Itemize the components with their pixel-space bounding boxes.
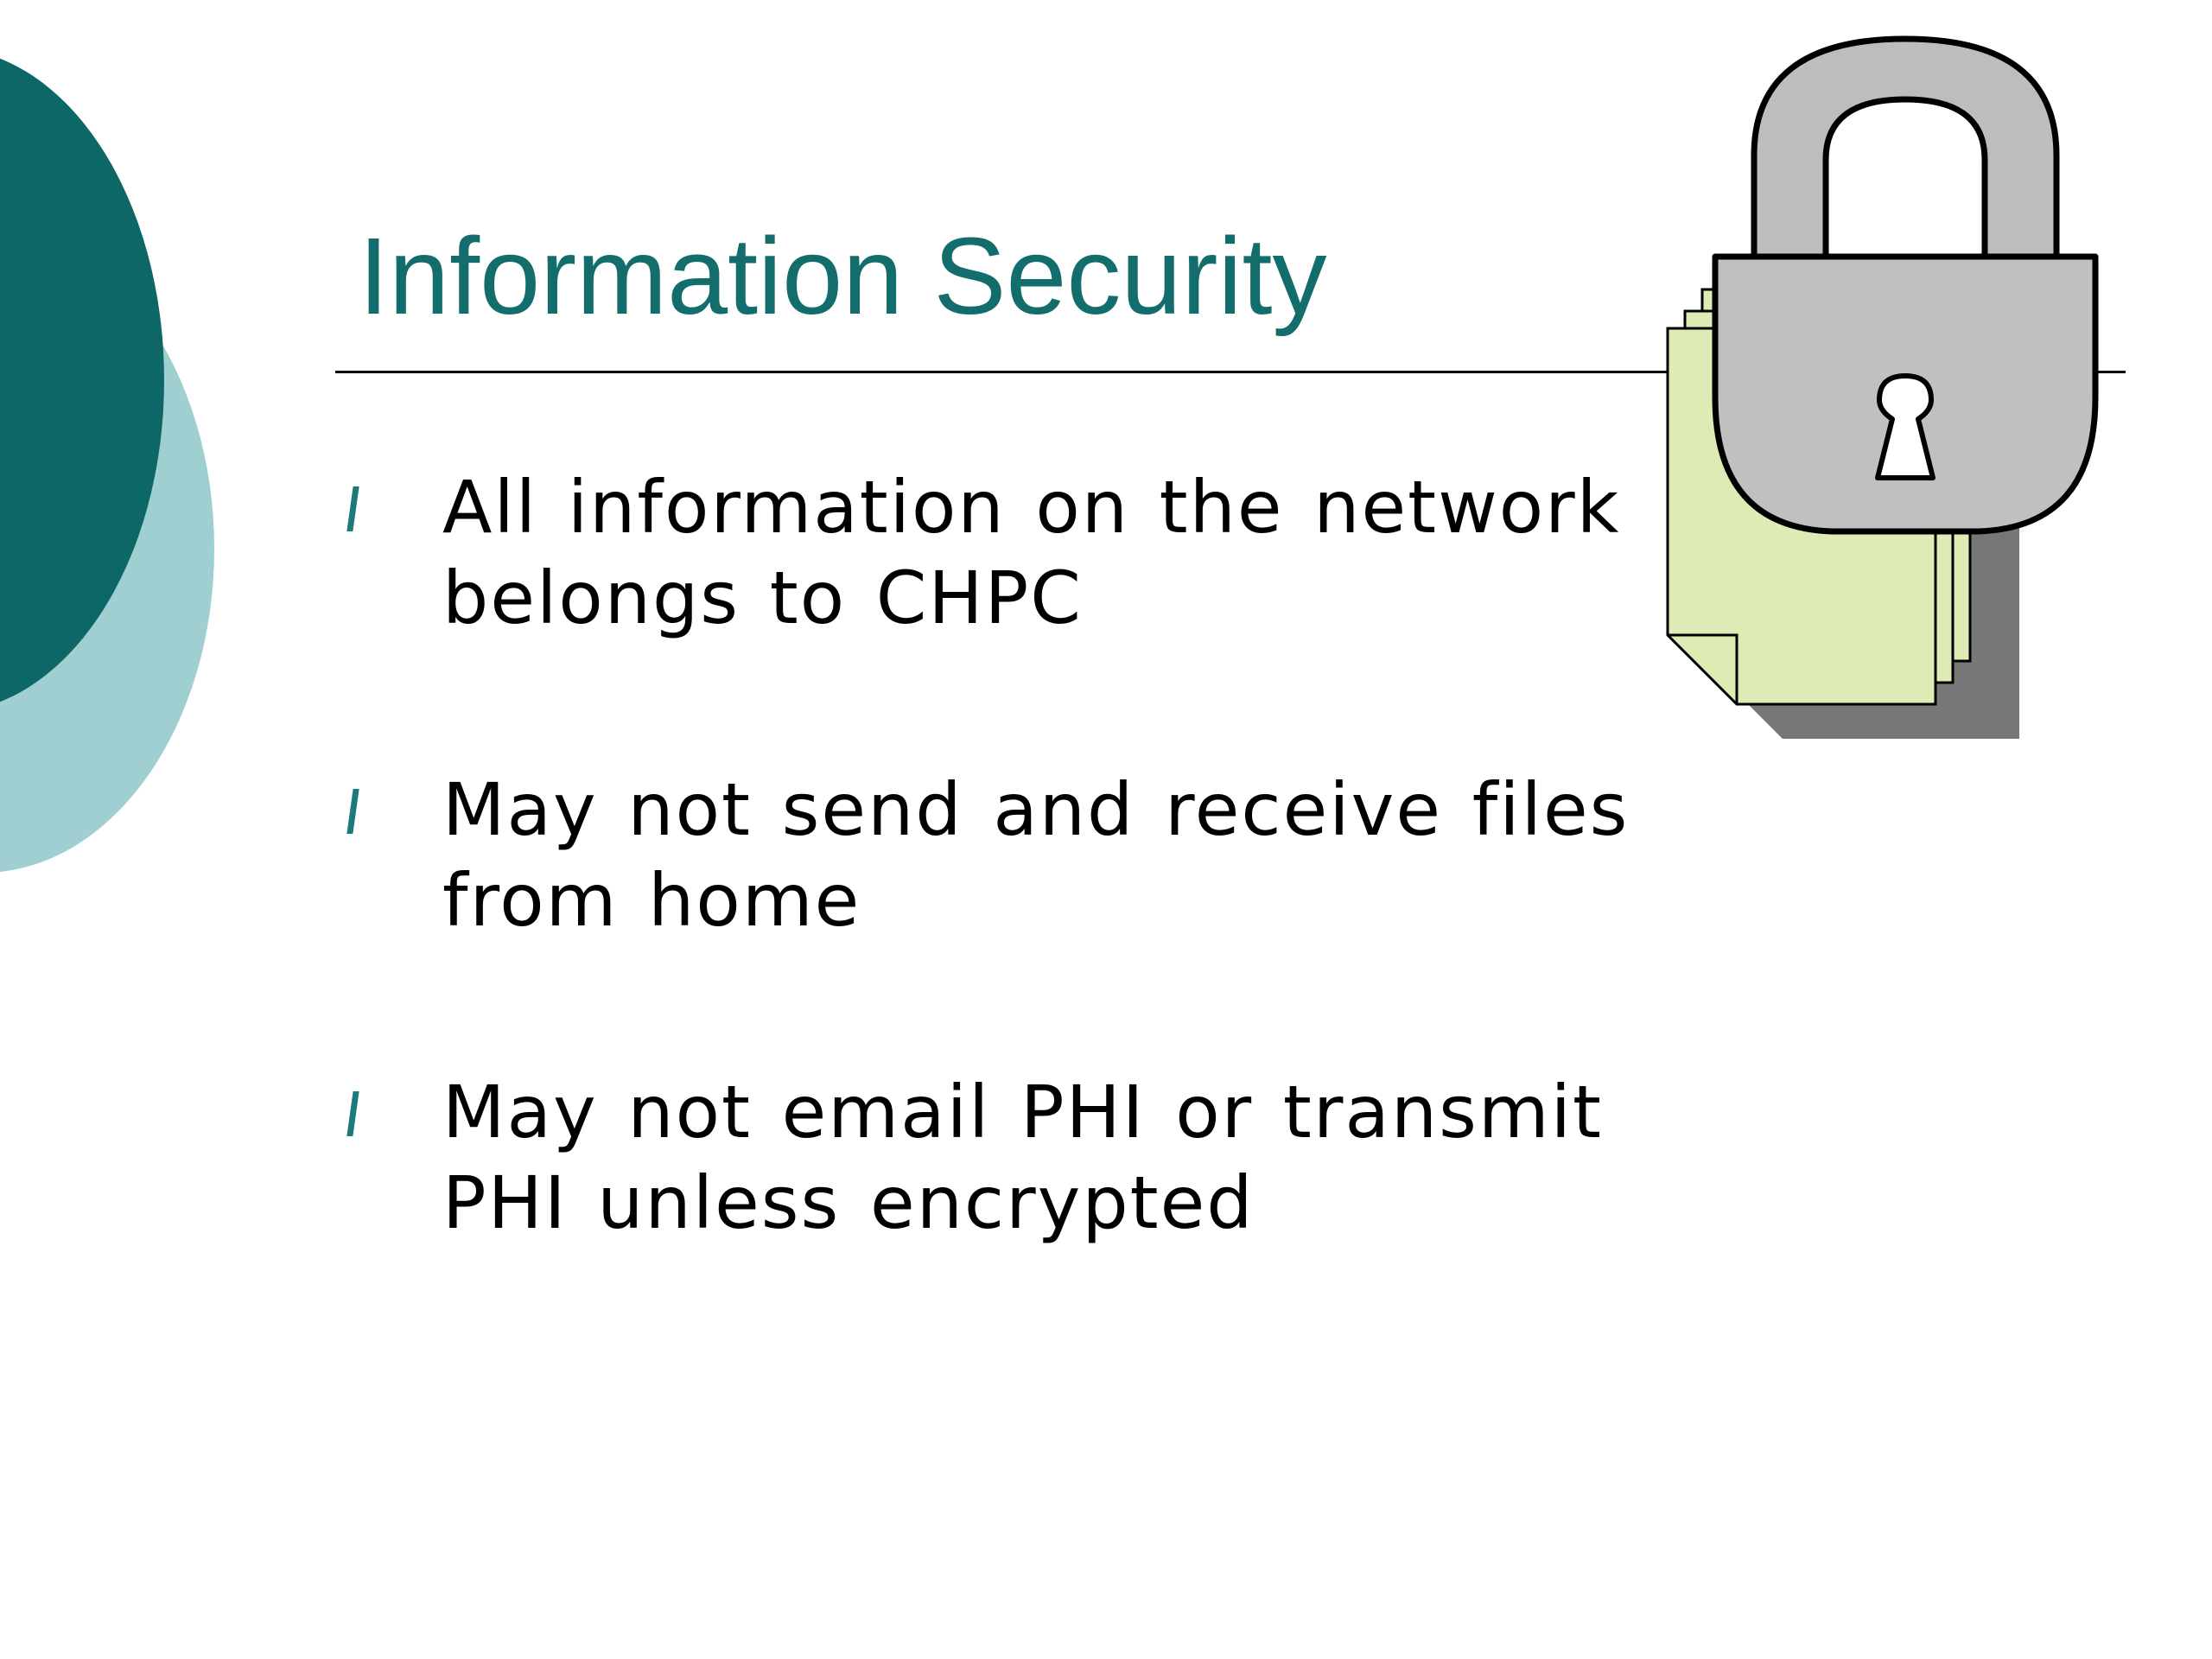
bullet-text: May not email PHI or transmit PHI unless…: [442, 1070, 1603, 1245]
bullet-item: All information on the network belongs t…: [346, 462, 1663, 644]
dark-circle: [0, 58, 164, 702]
bullet-marker: [346, 1091, 359, 1136]
padlock-documents-clipart: [1666, 35, 2099, 739]
bullet-item: May not email PHI or transmit PHI unless…: [346, 1067, 1663, 1249]
bullet-text: May not send and receive files from home: [442, 767, 1630, 943]
padlock-icon: [1712, 35, 2099, 535]
bullet-marker: [346, 789, 359, 834]
bullet-list: All information on the network belongs t…: [346, 462, 1663, 1370]
bullet-item: May not send and receive files from home: [346, 765, 1663, 946]
slide-title: Information Security: [359, 215, 1327, 337]
decorative-circles: [0, 58, 214, 872]
bullet-marker: [346, 486, 359, 531]
bullet-text: All information on the network belongs t…: [442, 465, 1621, 640]
title-divider: [335, 371, 2126, 373]
